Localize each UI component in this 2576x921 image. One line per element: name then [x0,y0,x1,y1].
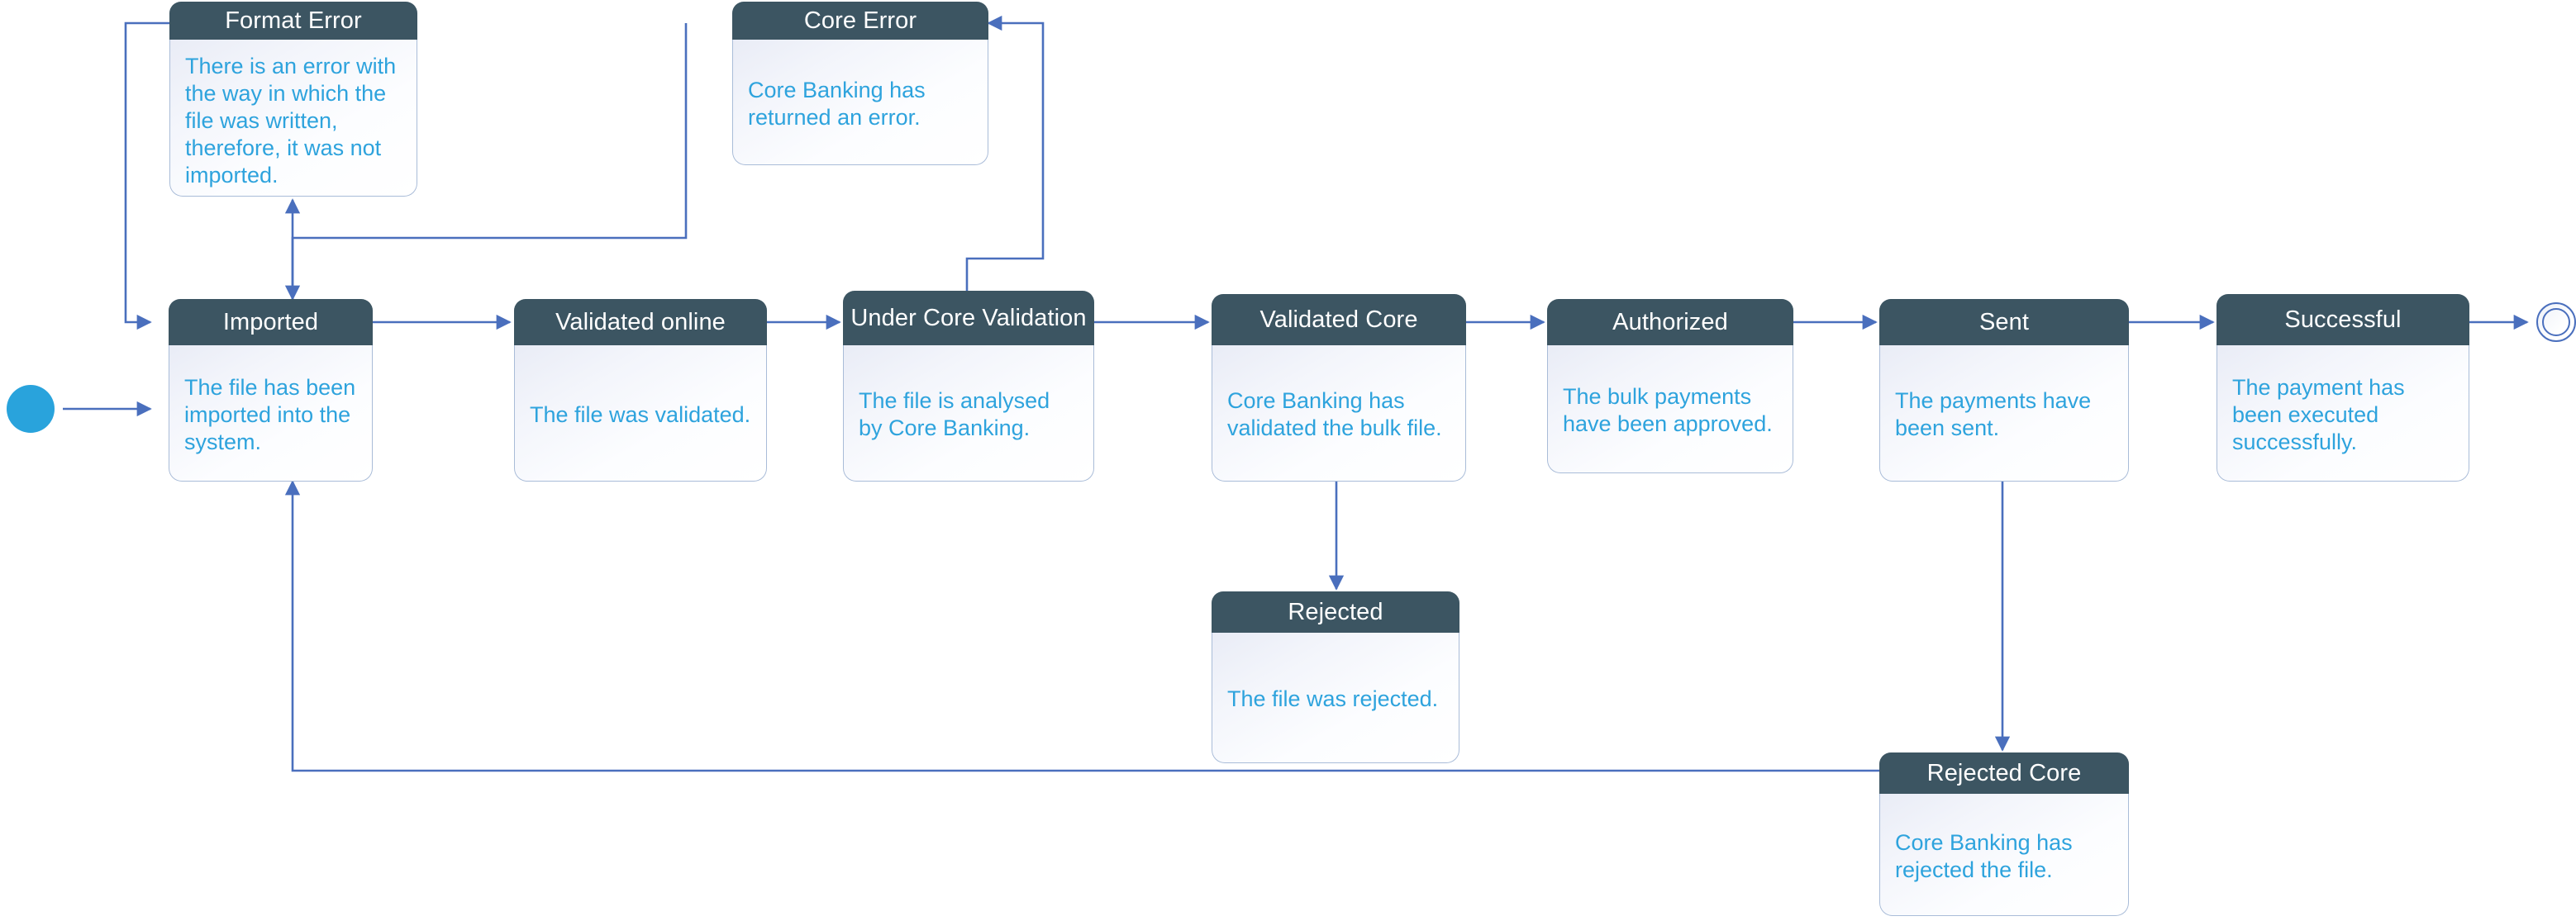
state-successful-title: Successful [2217,294,2469,345]
state-under-core-validation[interactable]: Under Core Validation The file is analys… [843,291,1094,482]
state-validated-online-title: Validated online [514,299,767,345]
state-successful-description: The payment has been executed successful… [2217,345,2469,482]
end-node[interactable] [2536,302,2576,342]
state-sent-title: Sent [1879,299,2129,345]
state-authorized-description: The bulk payments have been approved. [1547,345,1793,473]
state-validated-core-title: Validated Core [1212,294,1466,345]
start-node[interactable] [7,385,55,433]
state-rejected-title: Rejected [1212,591,1459,633]
state-authorized[interactable]: Authorized The bulk payments have been a… [1547,299,1793,473]
end-node-inner-ring [2542,308,2570,336]
state-imported[interactable]: Imported The file has been imported into… [169,299,373,482]
state-format-error-title: Format Error [169,2,417,40]
state-validated-core-description: Core Banking has validated the bulk file… [1212,345,1466,482]
state-format-error[interactable]: Format Error There is an error with the … [169,2,417,197]
state-rejected[interactable]: Rejected The file was rejected. [1212,591,1459,763]
state-under-core-validation-description: The file is analysed by Core Banking. [843,345,1094,482]
state-rejected-core[interactable]: Rejected Core Core Banking has rejected … [1879,752,2129,916]
state-rejected-description: The file was rejected. [1212,633,1459,763]
state-imported-description: The file has been imported into the syst… [169,345,373,482]
state-authorized-title: Authorized [1547,299,1793,345]
state-core-error-title: Core Error [732,2,988,40]
state-core-error[interactable]: Core Error Core Banking has returned an … [732,2,988,165]
state-rejected-core-description: Core Banking has rejected the file. [1879,794,2129,916]
state-sent[interactable]: Sent The payments have been sent. [1879,299,2129,482]
state-under-core-validation-title: Under Core Validation [843,291,1094,345]
state-successful[interactable]: Successful The payment has been executed… [2217,294,2469,482]
state-core-error-description: Core Banking has returned an error. [732,40,988,165]
state-format-error-description: There is an error with the way in which … [169,40,417,197]
edge-format-error-to-imported [124,21,169,330]
state-rejected-core-title: Rejected Core [1879,752,2129,794]
state-validated-core[interactable]: Validated Core Core Banking has validate… [1212,294,1466,482]
edge-rejected-core-to-imported [284,480,1883,772]
state-imported-title: Imported [169,299,373,345]
state-sent-description: The payments have been sent. [1879,345,2129,482]
state-validated-online[interactable]: Validated online The file was validated. [514,299,767,482]
state-validated-online-description: The file was validated. [514,345,767,482]
